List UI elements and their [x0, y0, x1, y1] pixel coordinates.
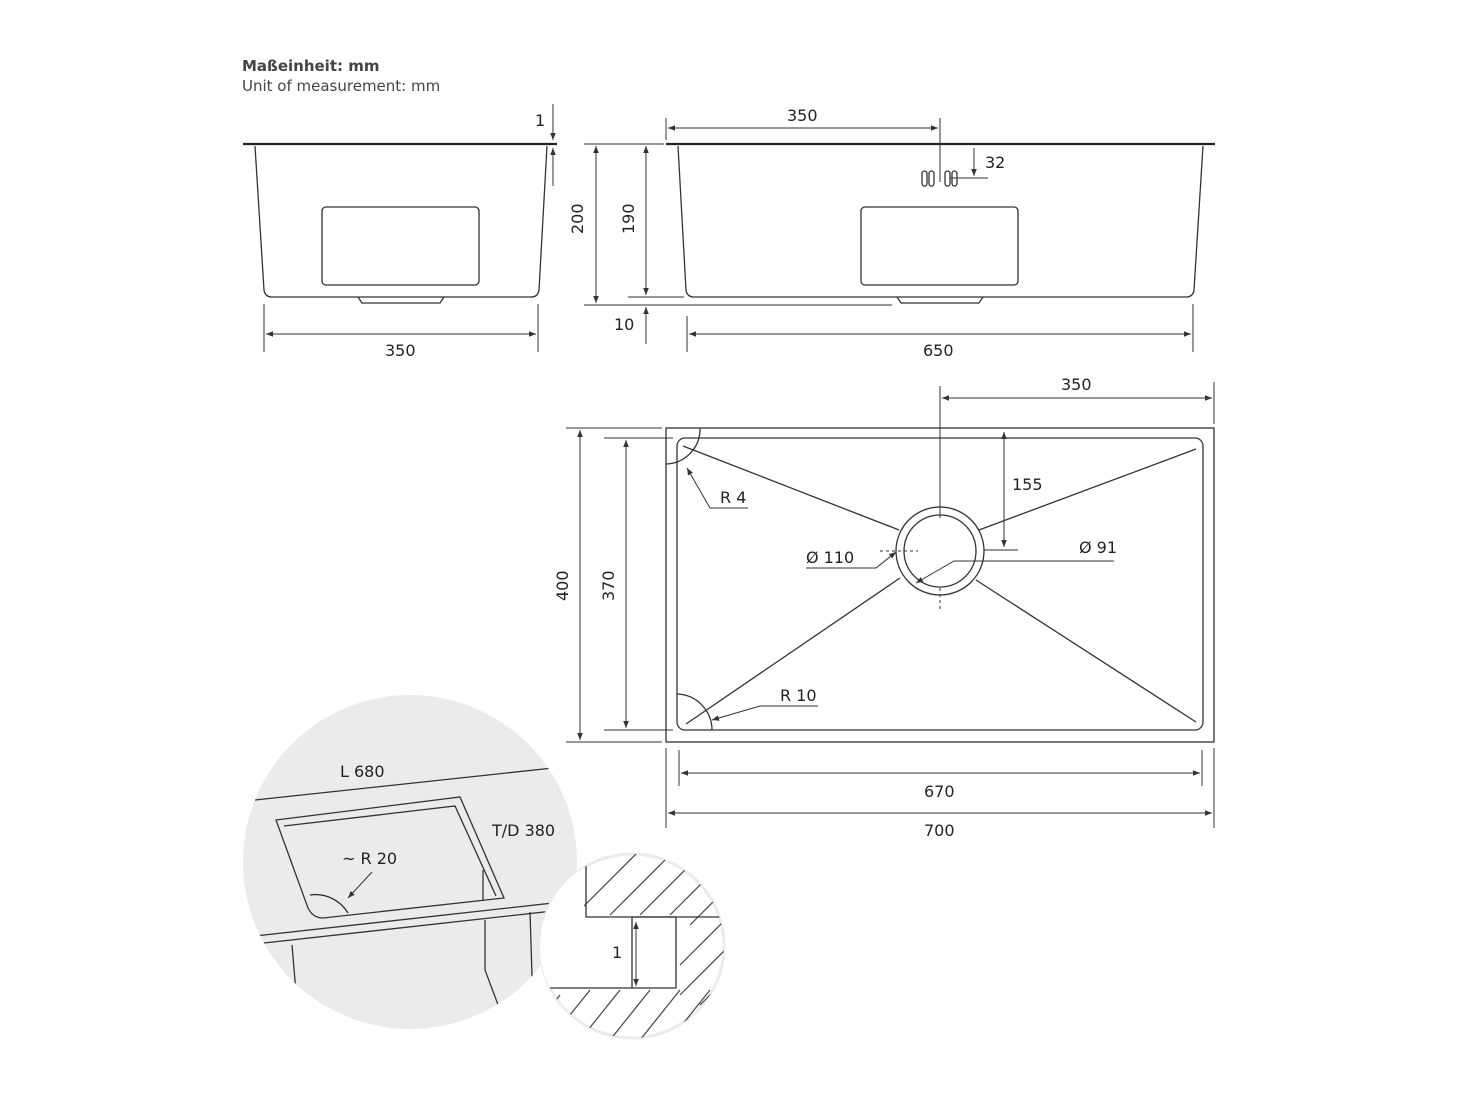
top-outer-width-label: 700 [924, 821, 955, 840]
cutout-length-label: L 680 [340, 762, 385, 781]
top-drain-offset-x-label: 350 [1061, 375, 1092, 394]
top-drain-offset-y-label: 155 [1012, 475, 1043, 494]
top-inner-depth-label: 370 [599, 570, 618, 601]
top-drain-outer-label: Ø 110 [806, 548, 854, 567]
cutout-depth-label: T/D 380 [491, 821, 555, 840]
section-gap-label: 1 [612, 943, 622, 962]
side-view: 1 350 [243, 104, 557, 360]
cutout-radius-label: ~ R 20 [342, 849, 397, 868]
front-view: 350 32 200 190 10 650 [568, 106, 1215, 360]
top-view: 350 155 R 4 R 10 Ø 110 Ø 91 400 370 670 [553, 375, 1215, 840]
side-width-label: 350 [385, 341, 416, 360]
top-corner-radius-inner-label: R 10 [780, 686, 817, 705]
front-overflow-height-label: 32 [985, 153, 1005, 172]
front-bottom-width-label: 650 [923, 341, 954, 360]
front-inner-depth-label: 190 [619, 203, 638, 234]
units-note: Maßeinheit: mm Unit of measurement: mm [242, 56, 440, 96]
front-bottom-gap-label: 10 [614, 315, 634, 334]
front-overflow-offset-label: 350 [787, 106, 818, 125]
units-german: Maßeinheit: mm [242, 57, 380, 75]
top-corner-radius-outer-label: R 4 [720, 488, 746, 507]
cutout-detail: L 680 T/D 380 ~ R 20 [243, 695, 577, 1029]
top-inner-width-label: 670 [924, 782, 955, 801]
section-detail: 1 [538, 852, 726, 1040]
side-rim-label: 1 [535, 111, 545, 130]
top-outer-depth-label: 400 [553, 570, 572, 601]
top-drain-inner-label: Ø 91 [1079, 538, 1117, 557]
units-english: Unit of measurement: mm [242, 77, 441, 95]
front-height-label: 200 [568, 203, 587, 234]
